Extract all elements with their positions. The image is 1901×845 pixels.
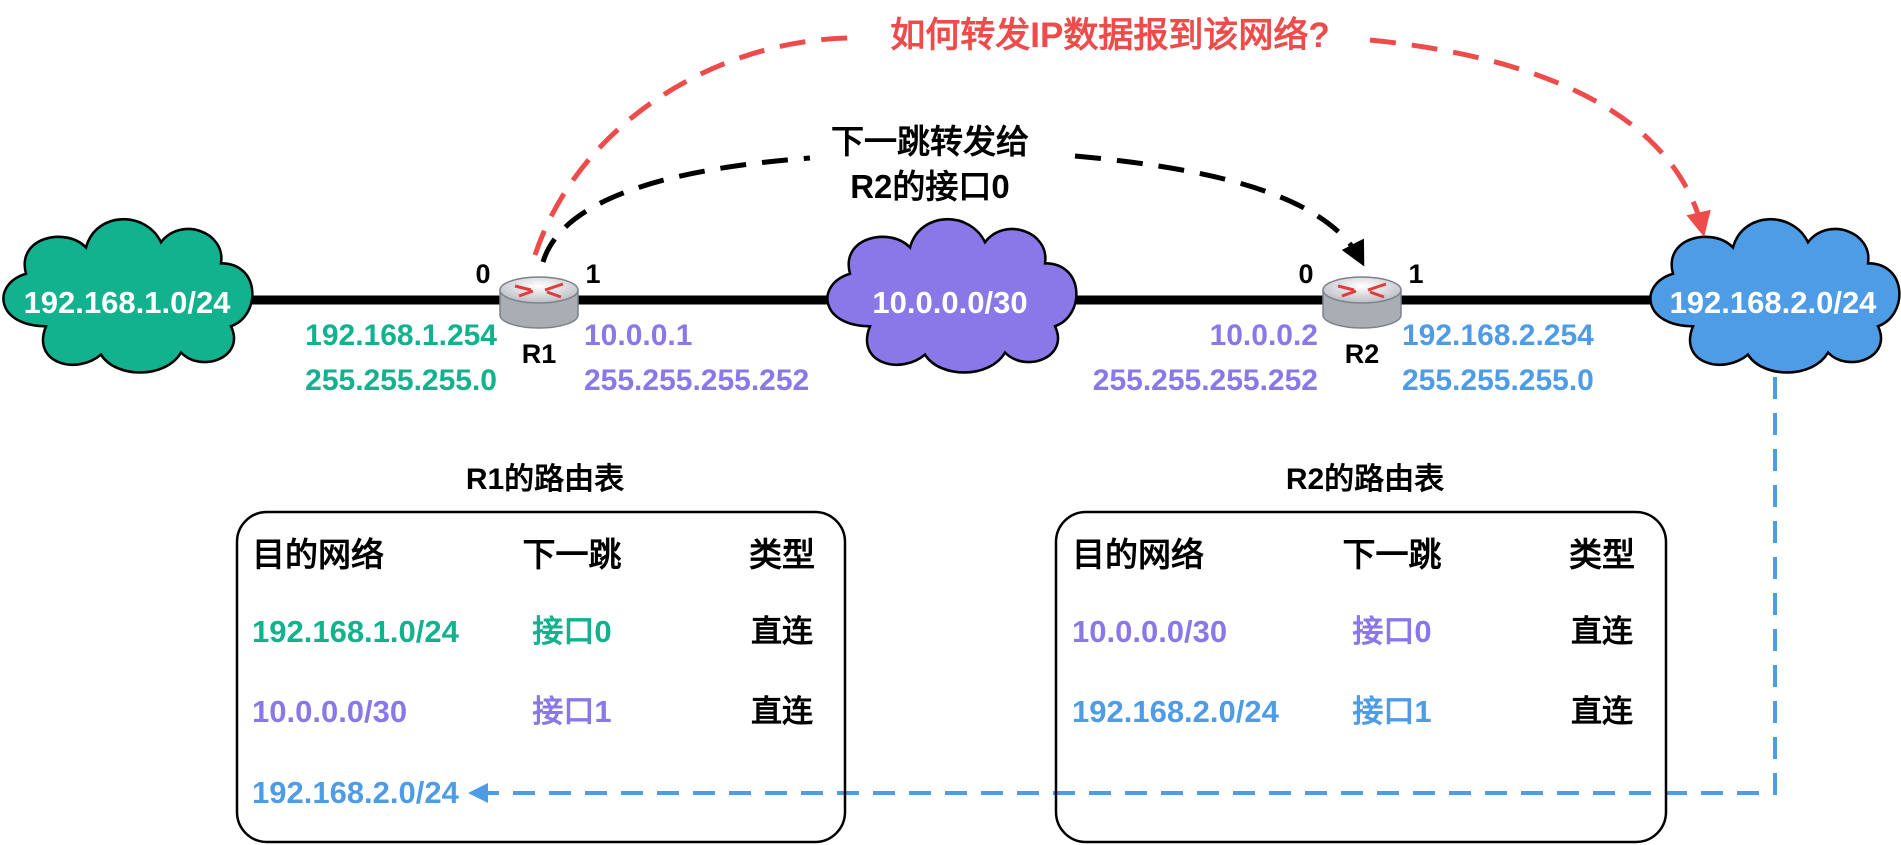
r1-port1-label: 1	[585, 259, 600, 289]
r1-col-type: 类型	[749, 536, 815, 573]
r1-if1-mask: 255.255.255.252	[584, 364, 809, 397]
r2-row1-type: 直连	[1571, 614, 1634, 649]
r2-if0-mask: 255.255.255.252	[1093, 364, 1318, 397]
r2-col-dest: 目的网络	[1072, 536, 1204, 573]
next-hop-arrow	[540, 153, 1362, 262]
r2-row2-type: 直连	[1571, 694, 1634, 729]
r2-row1-nexthop: 接口0	[1352, 614, 1431, 649]
r2-table-title: R2的路由表	[1286, 463, 1444, 496]
r2-col-nexthop: 下一跳	[1343, 536, 1442, 573]
r1-if0-mask: 255.255.255.0	[305, 364, 497, 397]
r2-routing-table	[1054, 510, 1668, 844]
r2-if1-ip: 192.168.2.254	[1402, 319, 1594, 352]
net1-label: 192.168.1.0/24	[24, 285, 232, 320]
r1-port0-label: 0	[475, 259, 490, 289]
route-learned-arrow	[468, 377, 1777, 803]
r2-row2-nexthop: 接口1	[1352, 694, 1431, 729]
r2-if1-mask: 255.255.255.0	[1402, 364, 1594, 397]
r2-port0-label: 0	[1298, 259, 1313, 289]
r2-name: R2	[1345, 339, 1380, 369]
r1-if0-ip: 192.168.1.254	[305, 319, 497, 352]
r1-row2-dest: 10.0.0.0/30	[252, 694, 407, 729]
r1-routing-table	[235, 510, 847, 844]
r2-port1-label: 1	[1408, 259, 1423, 289]
question-label: 如何转发IP数据报到该网络?	[890, 15, 1329, 55]
r1-if1-ip: 10.0.0.1	[584, 319, 692, 352]
r1-row1-dest: 192.168.1.0/24	[252, 614, 460, 649]
r1-row2-nexthop: 接口1	[532, 694, 611, 729]
net-mid-label: 10.0.0.0/30	[872, 285, 1027, 320]
r2-if0-ip: 10.0.0.2	[1210, 319, 1318, 352]
r1-row3-dest: 192.168.2.0/24	[252, 775, 460, 810]
r1-row1-nexthop: 接口0	[532, 614, 611, 649]
next-hop-note-line2: R2的接口0	[850, 168, 1010, 205]
r1-table-title: R1的路由表	[466, 463, 624, 496]
net2-label: 192.168.2.0/24	[1670, 285, 1878, 320]
next-hop-note-line1: 下一跳转发给	[831, 123, 1029, 160]
router-r1-icon	[499, 276, 579, 329]
r1-col-dest: 目的网络	[252, 536, 384, 573]
r2-col-type: 类型	[1569, 536, 1635, 573]
router-r2-icon	[1322, 276, 1402, 329]
r1-row1-type: 直连	[751, 614, 814, 649]
r1-row2-type: 直连	[751, 694, 814, 729]
r2-row1-dest: 10.0.0.0/30	[1072, 614, 1227, 649]
r1-name: R1	[522, 339, 557, 369]
query-arrow	[532, 35, 1703, 256]
r1-col-nexthop: 下一跳	[523, 536, 622, 573]
r2-row2-dest: 192.168.2.0/24	[1072, 694, 1280, 729]
